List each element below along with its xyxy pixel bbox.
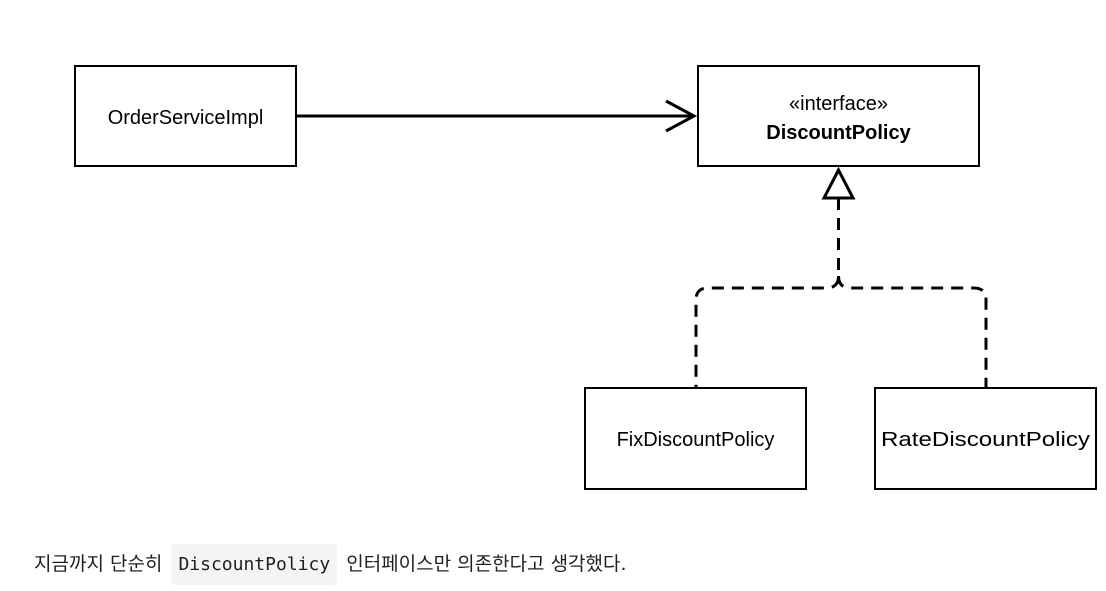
hollow-triangle-arrowhead <box>821 166 856 200</box>
order-service-impl-class: OrderServiceImpl <box>74 65 297 167</box>
caption-text-after: 인터페이스만 의존한다고 생각했다. <box>346 553 627 575</box>
uml-diagram: OrderServiceImpl «interface» DiscountPol… <box>74 65 1097 490</box>
rate-discount-policy-class: RateDiscountPolicy <box>874 387 1097 490</box>
order-service-impl-label: OrderServiceImpl <box>108 107 264 129</box>
rate-discount-policy-label: RateDiscountPolicy <box>881 429 1090 451</box>
fix-discount-policy-label: FixDiscountPolicy <box>617 429 775 451</box>
realization-dashed-path <box>694 198 988 387</box>
association-arrow <box>297 99 698 133</box>
caption-paragraph: 지금까지 단순히 DiscountPolicy 인터페이스만 의존한다고 생각했… <box>34 542 627 587</box>
fix-discount-policy-class: FixDiscountPolicy <box>584 387 807 490</box>
caption-text-before: 지금까지 단순히 <box>34 553 163 575</box>
interface-stereotype-label: «interface» <box>789 93 888 115</box>
inline-code-discount-policy: DiscountPolicy <box>171 544 338 585</box>
discount-policy-label: DiscountPolicy <box>766 122 911 144</box>
open-arrowhead <box>665 99 698 133</box>
realization-connector <box>694 166 988 387</box>
discount-policy-interface: «interface» DiscountPolicy <box>697 65 980 167</box>
